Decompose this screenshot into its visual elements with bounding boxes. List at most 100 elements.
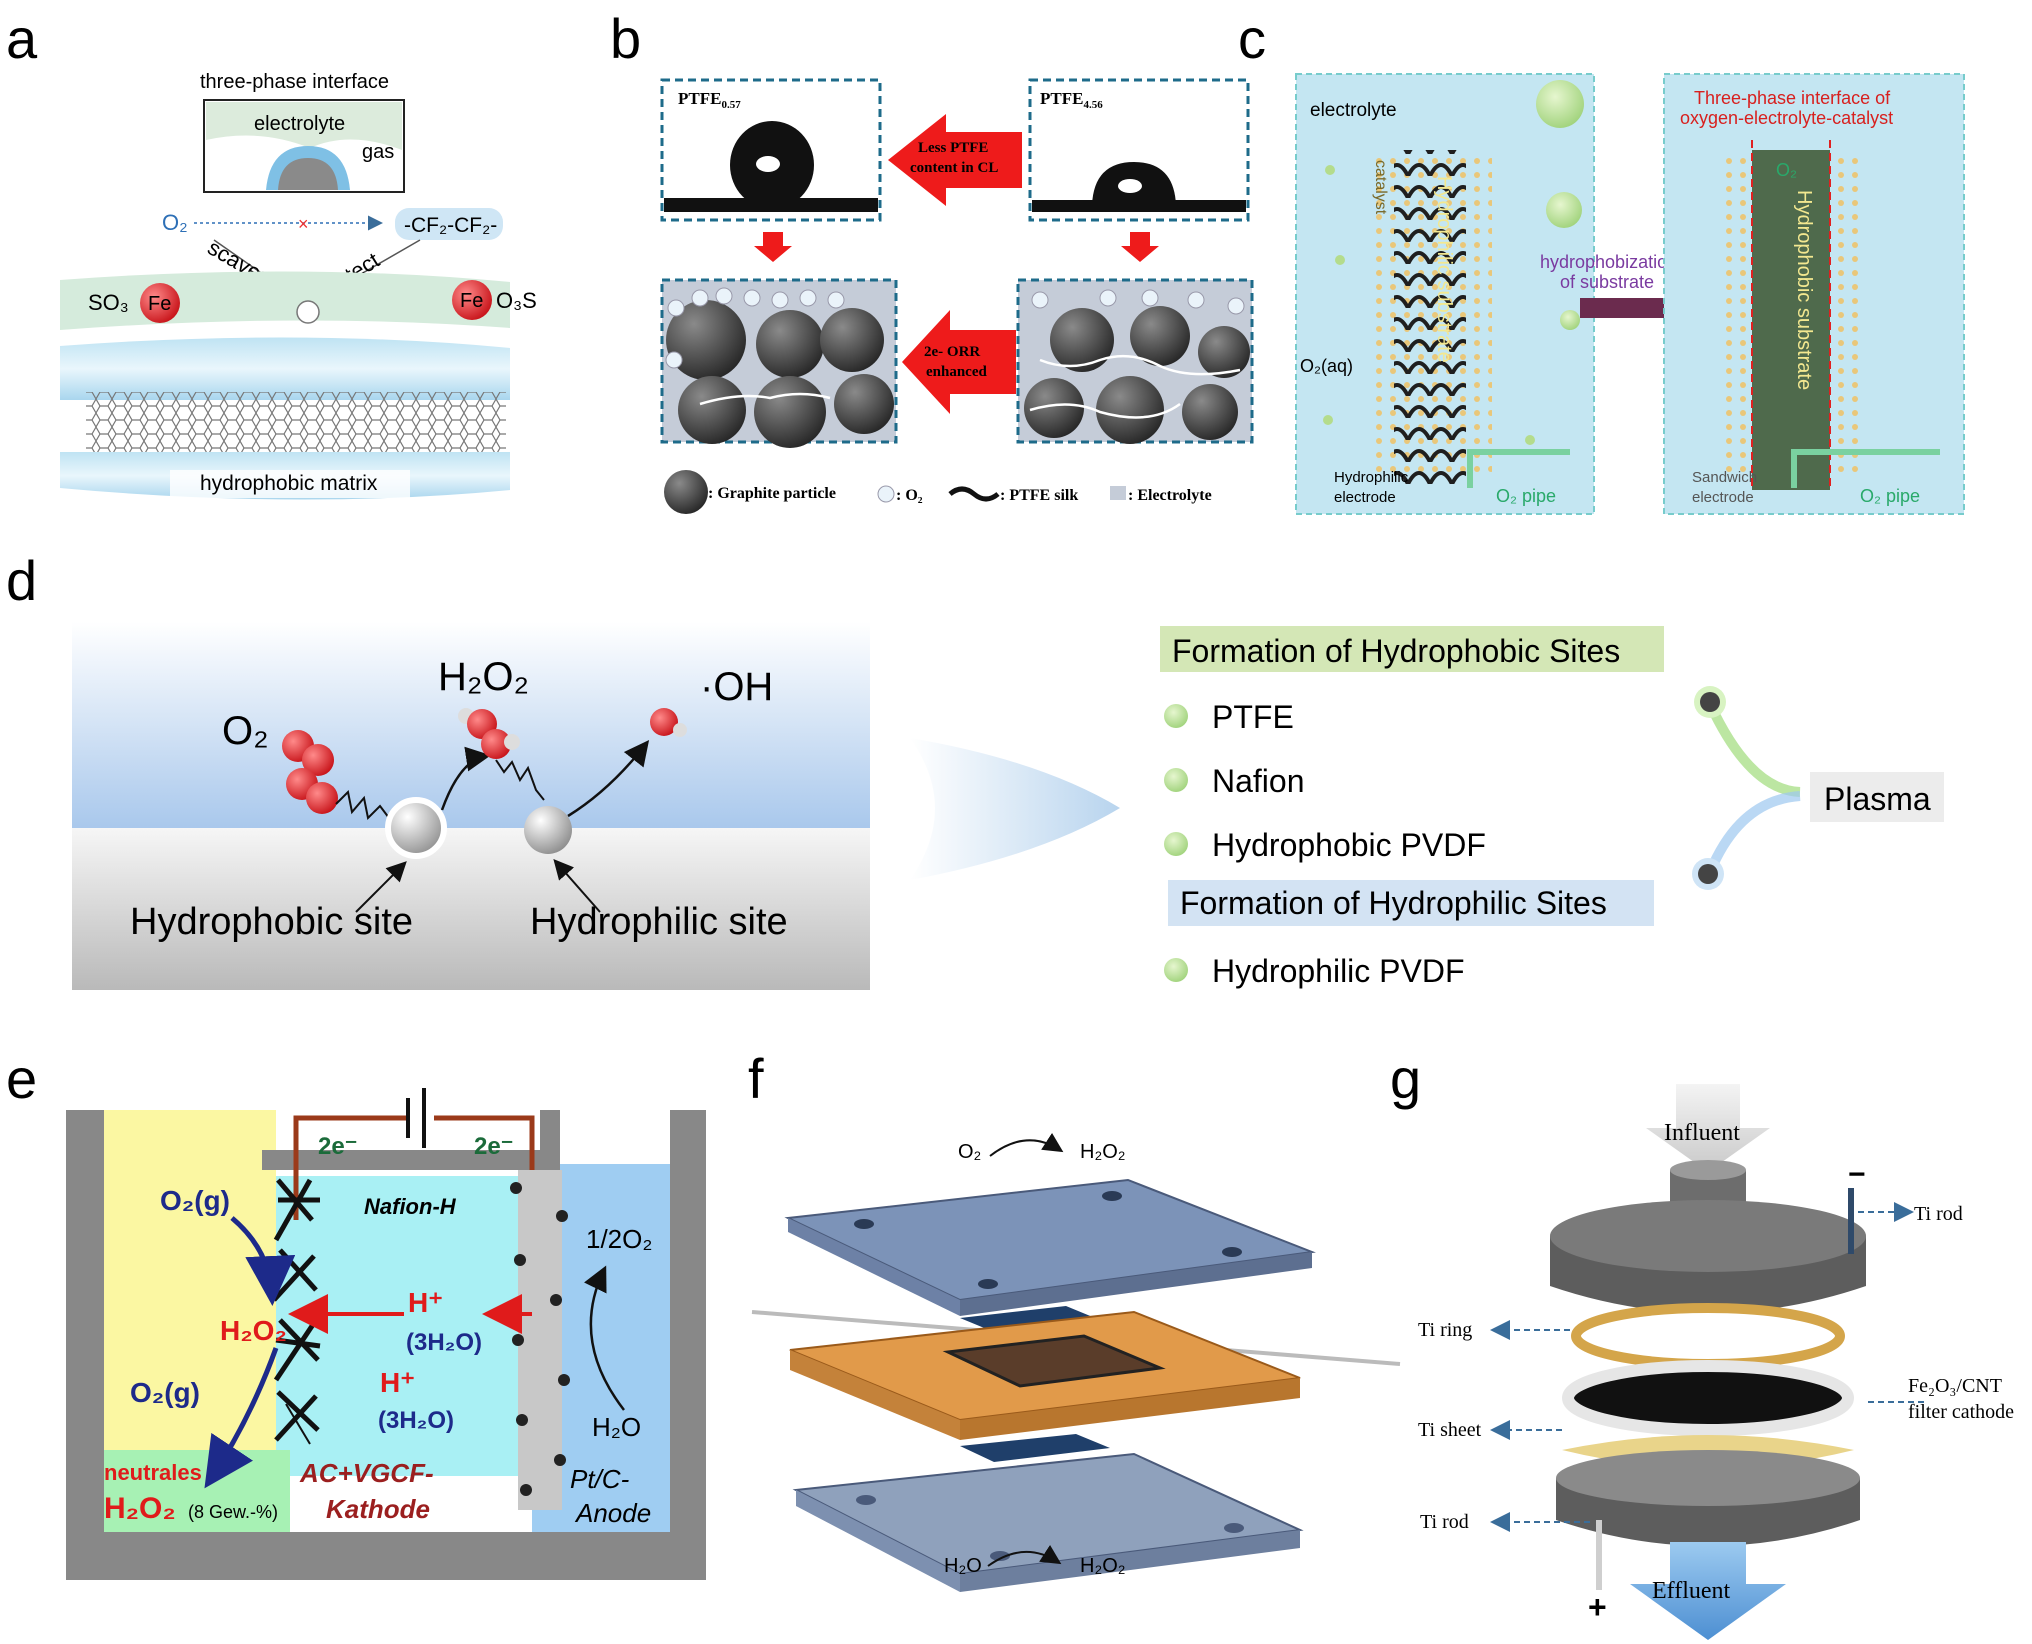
neutral-box	[104, 1450, 290, 1532]
d-oh: ·OH	[700, 665, 773, 709]
e-cathode-2: Kathode	[326, 1494, 430, 1524]
item-ptfe: PTFE	[1212, 699, 1294, 735]
c-electrolyte: electrolyte	[1310, 100, 1397, 121]
legend-o2-icon	[877, 485, 895, 503]
g-ti-sheet: Ti sheet	[1418, 1419, 1482, 1441]
c-hydrophobic-substrate: Hydrophobic substrate	[1793, 190, 1815, 390]
panel-a-title: three-phase interface	[200, 71, 389, 93]
legend-electrolyte: : Electrolyte	[1128, 487, 1212, 504]
tube-top	[60, 337, 510, 400]
e-o2g-top: O₂(g)	[160, 1185, 230, 1216]
plasma-label: Plasma	[1824, 781, 1931, 817]
hydrophobic-header: Formation of Hydrophobic Sites	[1172, 633, 1620, 669]
panel-e: 2e⁻ 2e⁻ Nafion-H O₂(g) H₂O₂ O₂(g) H⁺ (3H…	[66, 1088, 706, 1580]
e-h-plus-1: H⁺	[408, 1287, 443, 1318]
hydrophobic-substrate	[1752, 150, 1830, 490]
e-3h2o-1: (3H₂O)	[406, 1329, 482, 1356]
less-ptfe-label-1: Less PTFE	[918, 140, 988, 156]
e-3h2o-2: (3H₂O)	[378, 1407, 454, 1434]
anode-particles	[510, 1170, 570, 1510]
e-h2o: H₂O	[592, 1412, 641, 1442]
legend-silk: : PTFE silk	[1000, 487, 1078, 504]
e-2e-left: 2e⁻	[318, 1133, 357, 1160]
orr-arrow	[902, 310, 1016, 414]
legend-electrolyte-icon	[1110, 486, 1126, 500]
matrix-label-bg	[170, 470, 410, 498]
d-big-arrow	[910, 738, 1120, 880]
hydrophilic-header-bg	[1168, 880, 1654, 926]
cf-chain-box	[395, 208, 503, 240]
item-nafion: Nafion	[1212, 763, 1305, 799]
e-h-plus-2: H⁺	[380, 1367, 415, 1398]
filter-cathode	[1562, 1360, 1854, 1436]
panel-letter-f: f	[748, 1047, 764, 1110]
graphite-low-particles	[665, 287, 894, 448]
e-2e-right: 2e⁻	[474, 1133, 513, 1160]
panel-b: PTFE0.57 PTFE4.56 Less PTFE content in C…	[660, 78, 1254, 514]
bullet-hydrophilic-pvdf	[1164, 958, 1188, 982]
panel-letter-c: c	[1238, 7, 1266, 70]
hydrophobic-site	[385, 797, 447, 859]
c-o2-right: O₂	[1776, 160, 1797, 180]
so3-left: SO₃	[88, 290, 129, 315]
g-ti-rod-top: Ti rod	[1914, 1203, 1963, 1225]
d-o2: O₂	[222, 709, 269, 753]
hydrophilic-site	[524, 806, 572, 854]
bullet-ptfe	[1164, 704, 1188, 728]
e-neutral-2: H₂O₂	[104, 1492, 176, 1525]
item-hydrophilic-pvdf: Hydrophilic PVDF	[1212, 953, 1465, 989]
fe-left-ball	[140, 283, 180, 323]
c-hydrophilic-electrode-2: electrode	[1334, 489, 1396, 506]
cf-chain-label: -CF₂-CF₂-	[404, 214, 497, 237]
less-ptfe-label-2: content in CL	[910, 160, 998, 176]
effluent-arrow	[1630, 1542, 1786, 1640]
cross-mark: ×	[298, 214, 309, 234]
panel-letter-a: a	[6, 7, 38, 70]
f-bottom-h2o2: H₂O₂	[1080, 1555, 1126, 1577]
f-bottom-h2o: H₂O	[944, 1555, 982, 1577]
inset-gas: gas	[362, 141, 394, 163]
panel-letter-d: d	[6, 549, 37, 612]
e-neutral-3: (8 Gew.-%)	[188, 1502, 278, 1522]
tpi-title-2: oxygen-electrolyte-catalyst	[1680, 108, 1893, 128]
legend-graphite: : Graphite particle	[708, 485, 836, 502]
g-fe2o3-1: Fe₂O₃/CNT	[1908, 1375, 2002, 1397]
down-arrow-left	[754, 232, 792, 262]
hydrophobic-matrix-label: hydrophobic matrix	[200, 472, 378, 495]
panel-g: Influent − Ti rod Ti ring Fe₂O₃/CNT filt…	[1418, 1084, 2014, 1640]
c-catalyst: catalyst	[1372, 160, 1389, 215]
e-o2g-bottom: O₂(g)	[130, 1377, 200, 1408]
inset-electrolyte: electrolyte	[254, 113, 345, 135]
bullet-nafion	[1164, 768, 1188, 792]
f-top-o2: O₂	[958, 1141, 981, 1163]
d-hydrophobic-site: Hydrophobic site	[130, 901, 413, 943]
ti-ring	[1571, 1303, 1845, 1369]
hydrophilic-header: Formation of Hydrophilic Sites	[1180, 885, 1607, 921]
panel-f: O₂ H₂O₂ H₂O H₂O₂	[751, 1132, 1401, 1592]
plasma-connector-blue	[1705, 791, 1801, 874]
e-half-o2: 1/2O₂	[586, 1224, 652, 1254]
solid-region	[72, 828, 870, 990]
panel-letter-g: g	[1390, 1047, 1421, 1110]
graphite-high-particles	[1024, 289, 1250, 444]
c-sandwich-electrode-1: Sandwich	[1692, 469, 1757, 486]
orr-label-2: enhanced	[926, 364, 988, 380]
panel-letter-e: e	[6, 1047, 37, 1110]
g-influent: Influent	[1664, 1120, 1740, 1146]
e-neutral-1: neutrales	[104, 1460, 202, 1485]
panel-d: O₂ H₂O₂ ·OH Hydrophobic site Hydrophilic…	[72, 622, 1944, 990]
legend-silk-icon	[948, 486, 1000, 502]
plasma-box	[1810, 772, 1944, 822]
g-minus: −	[1848, 1158, 1866, 1191]
item-hydrophobic-pvdf: Hydrophobic PVDF	[1212, 827, 1486, 863]
panel-letter-b: b	[610, 7, 641, 70]
fe-right-ball	[452, 280, 492, 320]
orr-label-1: 2e- ORR	[924, 344, 980, 360]
c-sandwich-electrode-2: electrode	[1692, 489, 1754, 506]
carbon-nanotube	[86, 392, 506, 462]
d-h2o2: H₂O₂	[438, 655, 529, 699]
e-h2o2: H₂O₂	[220, 1315, 287, 1346]
legend-o2: : O₂	[896, 487, 923, 504]
c-arrow-label-2: of substrate	[1560, 272, 1654, 292]
